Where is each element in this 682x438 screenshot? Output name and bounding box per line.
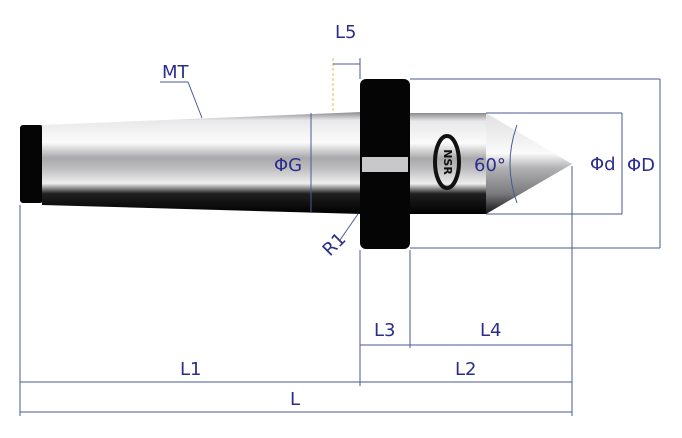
label-l5: L5 — [335, 22, 356, 43]
label-l1: L1 — [180, 359, 201, 380]
center-point-cone — [486, 113, 572, 214]
label-phi-g: ΦG — [274, 155, 302, 176]
flange-slot — [362, 157, 408, 172]
tail-end-cap — [20, 125, 43, 203]
cone-angle-arc — [509, 124, 518, 204]
spindle-body — [408, 113, 486, 214]
label-l: L — [290, 389, 300, 410]
label-mt: MT — [162, 62, 190, 83]
label-l2: L2 — [455, 359, 476, 380]
label-l4: L4 — [480, 320, 501, 341]
label-phi-d-large: ΦD — [627, 155, 655, 176]
nsr-logo: NSR — [433, 134, 461, 190]
label-r1: R1 — [319, 229, 351, 261]
label-phi-d-small: Φd — [590, 154, 616, 175]
label-l3: L3 — [374, 320, 395, 341]
morse-taper-shank — [42, 112, 362, 214]
label-angle: 60° — [474, 155, 506, 176]
dimension-lines — [19, 58, 661, 416]
logo-text: NSR — [441, 149, 454, 175]
